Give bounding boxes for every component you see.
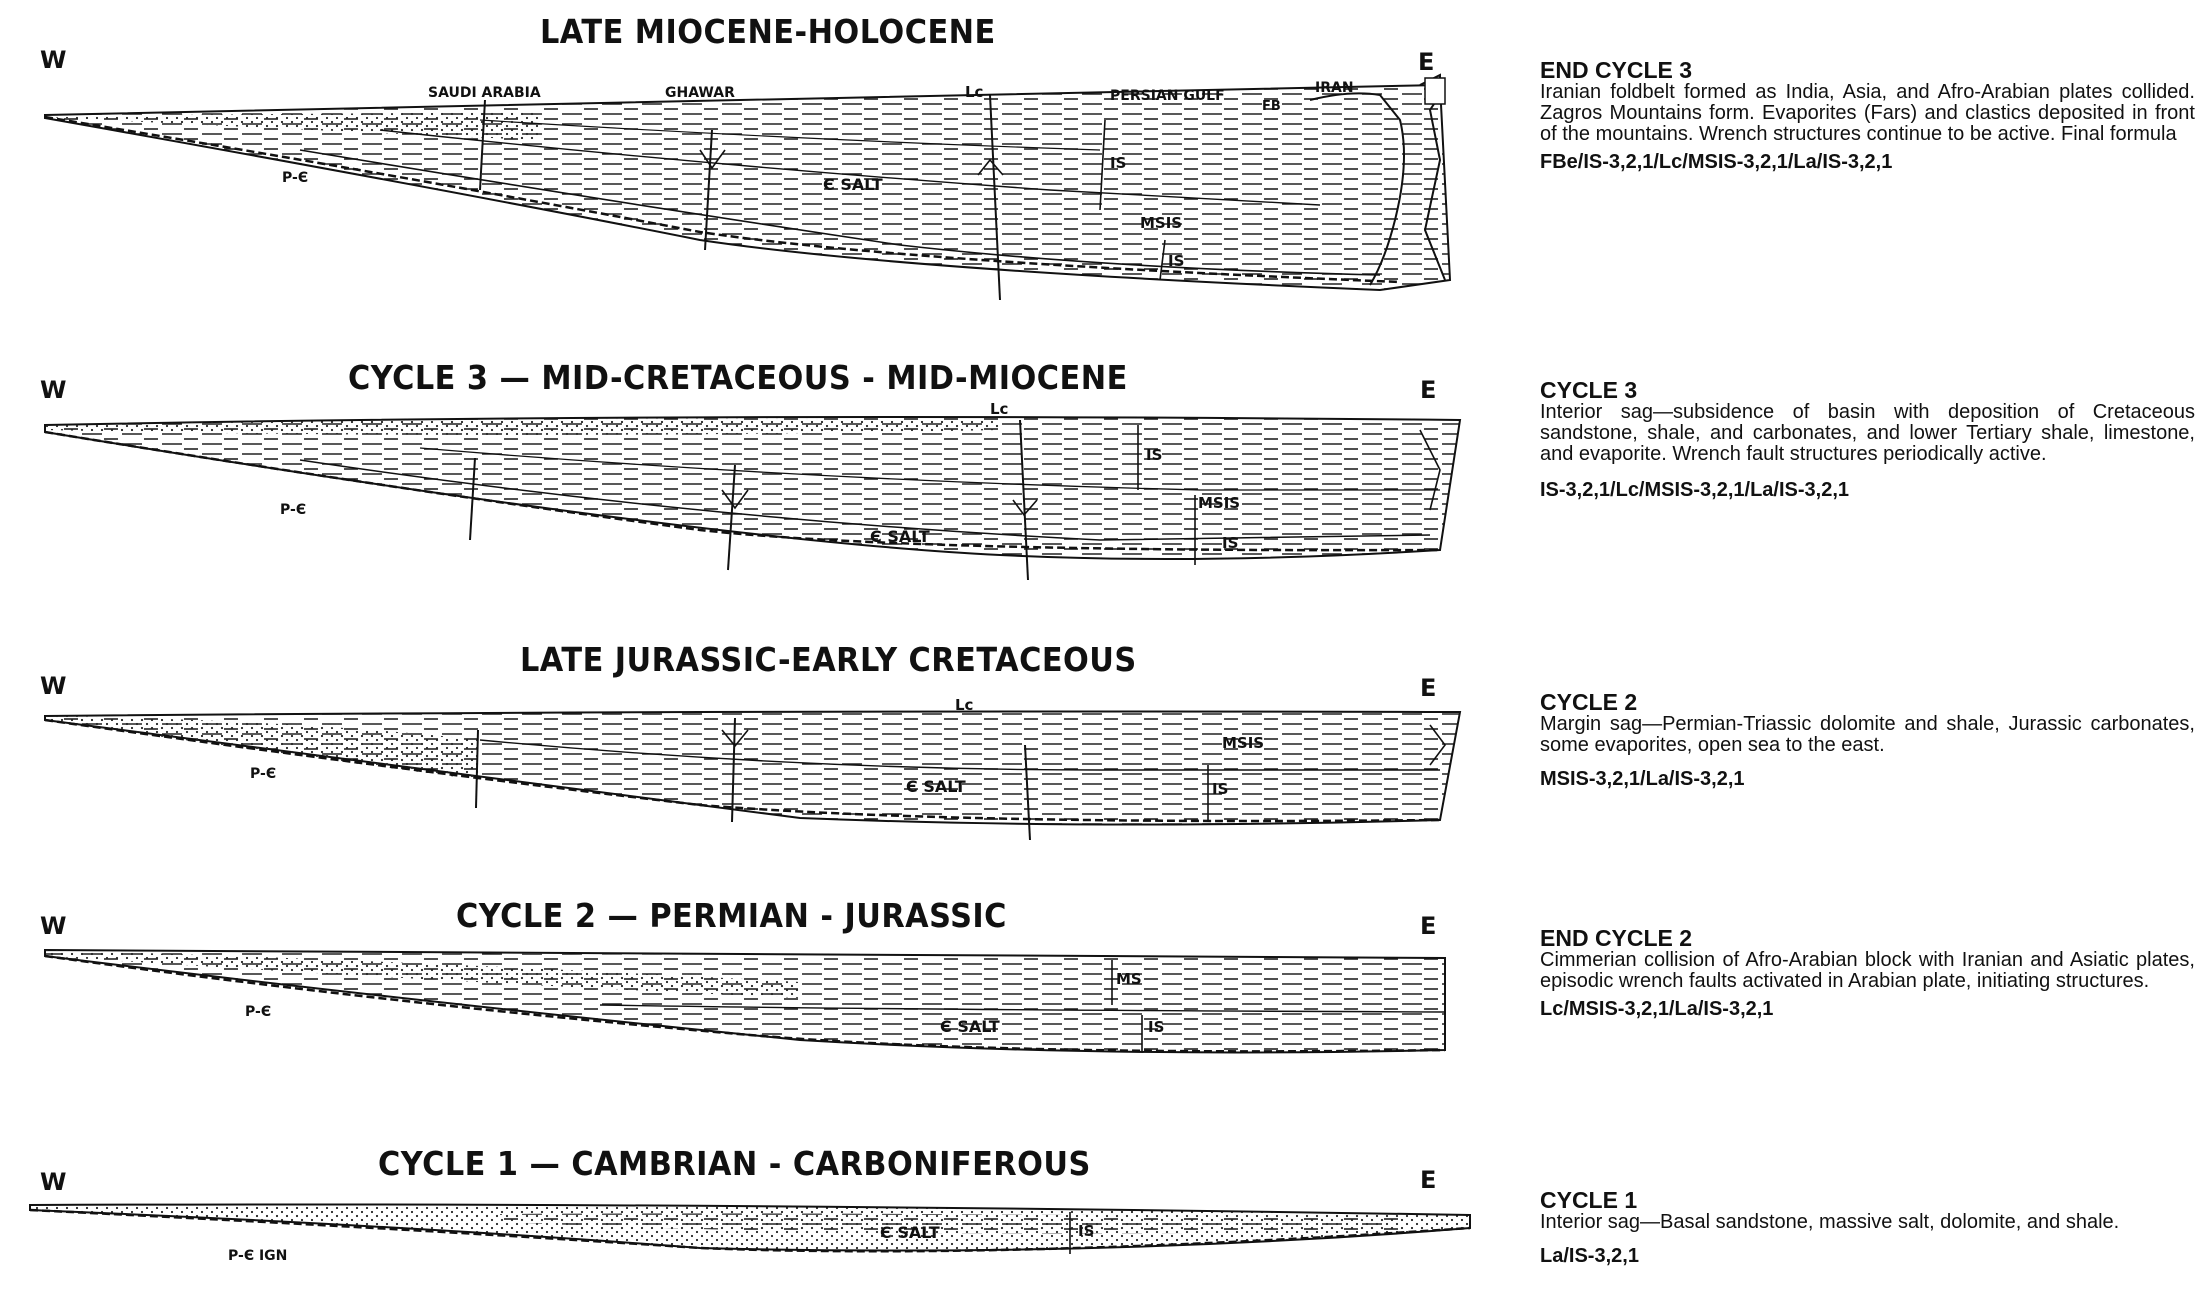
label-lc: Lc [955, 696, 973, 714]
description-cycle-2: END CYCLE 2 Cimmerian collision of Afro-… [1540, 926, 2195, 1021]
cross-section-late-jurassic: Lc P-Є Є SALT MSIS IS [0, 630, 1480, 850]
label-saudi-arabia: SAUDI ARABIA [428, 85, 541, 101]
description-body: Iranian foldbelt formed as India, Asia, … [1540, 82, 2195, 145]
description-late-jurassic: CYCLE 2 Margin sag—Permian-Triassic dolo… [1540, 690, 2195, 791]
description-formula: MSIS-3,2,1/La/IS-3,2,1 [1540, 768, 2195, 791]
label-salt: Є SALT [823, 175, 883, 194]
description-heading: END CYCLE 3 [1540, 58, 2195, 82]
label-ghawar: GHAWAR [665, 85, 735, 101]
label-msis: MSIS [1140, 214, 1182, 232]
description-body: Margin sag—Permian-Triassic dolomite and… [1540, 714, 2195, 756]
label-precambrian-ign: P-Є IGN [228, 1248, 287, 1264]
description-formula: Lc/MSIS-3,2,1/La/IS-3,2,1 [1540, 998, 2195, 1021]
label-is-lower: IS [1078, 1222, 1094, 1240]
description-formula: IS-3,2,1/Lc/MSIS-3,2,1/La/IS-3,2,1 [1540, 479, 2195, 502]
description-cycle-1: CYCLE 1 Interior sag—Basal sandstone, ma… [1540, 1188, 2195, 1268]
description-body: Interior sag—subsidence of basin with de… [1540, 402, 2195, 465]
description-heading: CYCLE 2 [1540, 690, 2195, 714]
cross-section-cycle-3: Lc P-Є Є SALT IS MSIS IS [0, 340, 1480, 600]
description-heading: CYCLE 3 [1540, 378, 2195, 402]
label-salt: Є SALT [870, 527, 930, 546]
label-is-upper: IS [1146, 446, 1162, 464]
panel-cycle-2: CYCLE 2 — PERMIAN - JURASSIC W E P-Є Є S… [0, 880, 1480, 1070]
label-is-lower: IS [1168, 252, 1184, 270]
description-cycle-3: CYCLE 3 Interior sag—subsidence of basin… [1540, 378, 2195, 502]
label-iran: IRAN [1315, 80, 1354, 96]
label-salt: Є SALT [880, 1223, 940, 1242]
label-precambrian: P-Є [250, 766, 276, 782]
label-msis: MSIS [1222, 734, 1264, 752]
label-is-upper: IS [1110, 154, 1126, 172]
panel-end-cycle-3: LATE MIOCENE-HOLOCENE W E SAUDI ARABIA G… [0, 0, 1480, 300]
label-is-lower: IS [1222, 534, 1238, 552]
description-formula: FBe/IS-3,2,1/Lc/MSIS-3,2,1/La/IS-3,2,1 [1540, 151, 2195, 174]
label-is-lower: IS [1148, 1018, 1164, 1036]
label-msis: MSIS [1198, 494, 1240, 512]
label-salt: Є SALT [940, 1017, 1000, 1036]
label-precambrian: P-Є [245, 1004, 271, 1020]
panel-cycle-3: CYCLE 3 — MID-CRETACEOUS - MID-MIOCENE W… [0, 340, 1480, 600]
label-is-lower: IS [1212, 780, 1228, 798]
cross-section-end-cycle-3: SAUDI ARABIA GHAWAR Lc PERSIAN GULF FB I… [0, 0, 1480, 300]
description-heading: END CYCLE 2 [1540, 926, 2195, 950]
cross-section-cycle-1: P-Є IGN Є SALT IS [0, 1130, 1480, 1294]
label-fb: FB [1262, 99, 1281, 114]
label-precambrian: P-Є [280, 502, 306, 518]
label-persian-gulf: PERSIAN GULF [1110, 88, 1225, 104]
cross-section-cycle-2: P-Є Є SALT MS IS [0, 880, 1480, 1070]
label-salt: Є SALT [906, 777, 966, 796]
label-ms: MS [1116, 970, 1142, 988]
description-heading: CYCLE 1 [1540, 1188, 2195, 1212]
description-formula: La/IS-3,2,1 [1540, 1245, 2195, 1268]
label-lc: Lc [990, 400, 1008, 418]
label-lc: Lc [965, 83, 983, 101]
description-body: Interior sag—Basal sandstone, massive sa… [1540, 1212, 2195, 1233]
label-precambrian: P-Є [282, 170, 308, 186]
panel-late-jurassic: LATE JURASSIC-EARLY CRETACEOUS W E Lc P-… [0, 630, 1480, 850]
description-body: Cimmerian collision of Afro-Arabian bloc… [1540, 950, 2195, 992]
description-end-cycle-3: END CYCLE 3 Iranian foldbelt formed as I… [1540, 58, 2195, 174]
panel-cycle-1: CYCLE 1 — CAMBRIAN - CARBONIFEROUS W E P… [0, 1130, 1480, 1294]
